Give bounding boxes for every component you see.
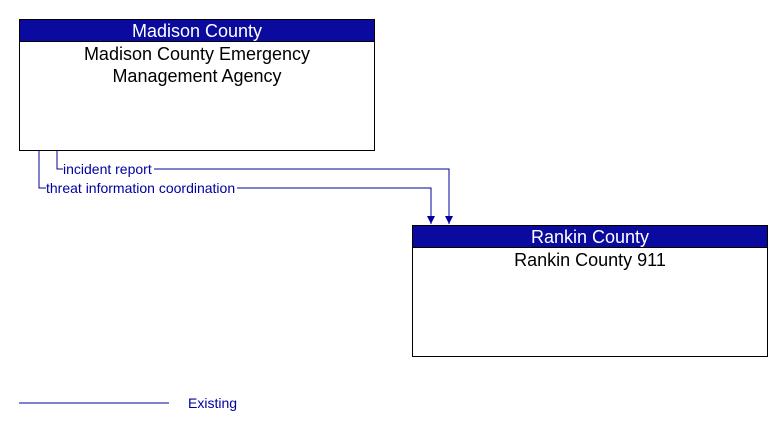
node-header-rankin-county: Rankin County — [413, 226, 767, 248]
node-name-line1: Rankin County 911 — [514, 250, 666, 270]
node-rankin-county-911[interactable]: Rankin County Rankin County 911 — [412, 225, 768, 357]
flow-label-incident-report[interactable]: incident report — [63, 161, 154, 177]
node-body-rankin: Rankin County 911 — [413, 248, 767, 271]
node-madison-county-ema[interactable]: Madison County Madison County Emergency … — [19, 19, 375, 151]
flow-label-threat-coordination[interactable]: threat information coordination — [46, 180, 238, 196]
flow-line-incident-report — [56, 151, 453, 224]
legend-label-existing: Existing — [188, 395, 238, 411]
node-body-madison: Madison County Emergency Management Agen… — [20, 42, 374, 87]
node-header-madison-county: Madison County — [20, 20, 374, 42]
node-name-line2: Management Agency — [112, 66, 282, 86]
node-name-line1: Madison County Emergency — [83, 44, 311, 64]
